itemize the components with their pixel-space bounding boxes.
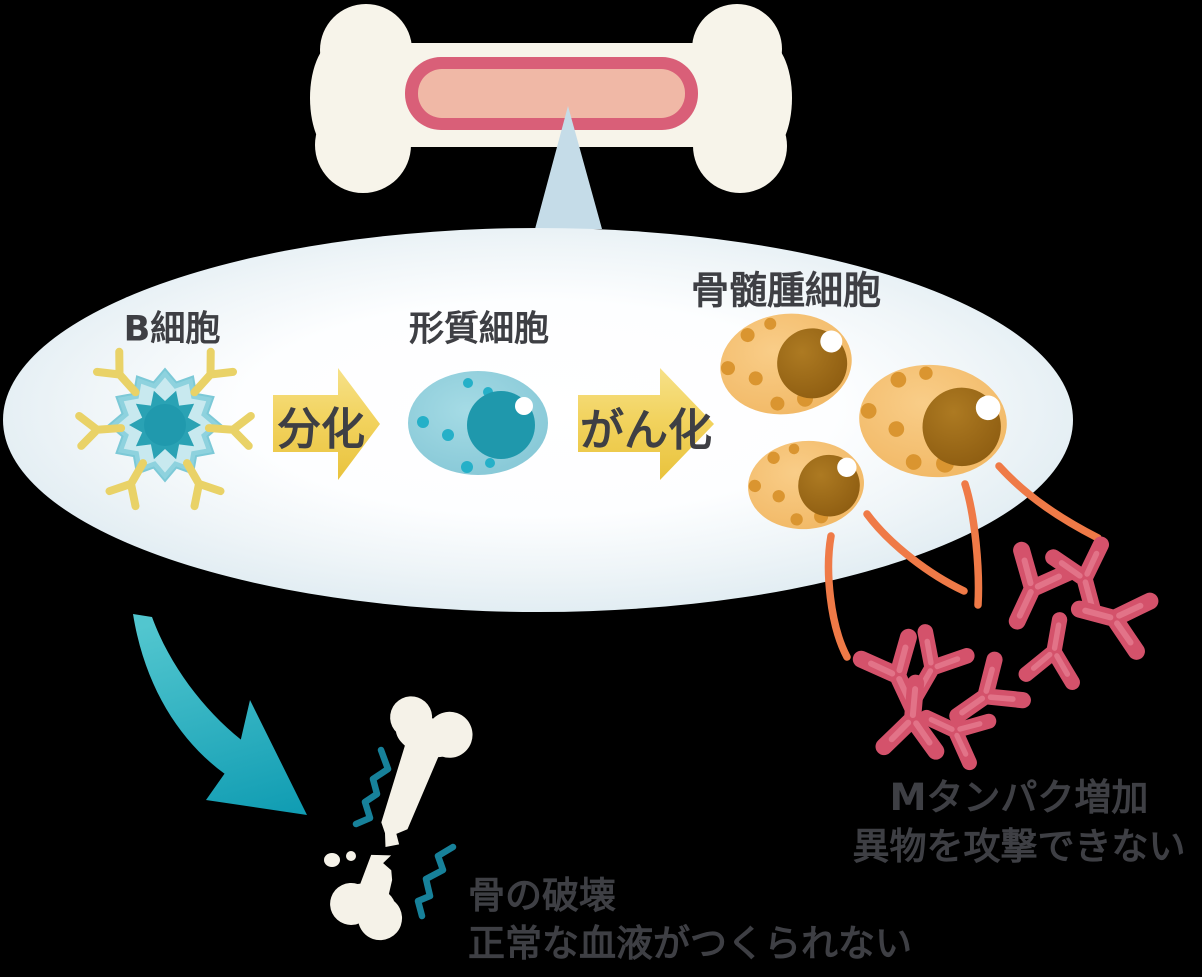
b-cell-nucleus xyxy=(144,404,186,446)
cell-dot xyxy=(485,458,495,468)
m-protein-secretion-line xyxy=(961,480,983,609)
plasma-cell-icon xyxy=(408,371,548,475)
bone-fragment-icon xyxy=(324,853,340,867)
myeloma-cell-label: 骨髄腫細胞 xyxy=(690,268,882,313)
pain-zigzags xyxy=(352,746,457,920)
canceration-arrow-icon xyxy=(578,368,714,480)
bone-destruction-caption: 骨の破壊 正常な血液がつくられない xyxy=(468,872,912,968)
pain-zigzag-icon xyxy=(352,746,392,828)
m-protein-caption: Mタンパク増加 異物を攻撃できない xyxy=(819,773,1202,871)
m-protein-secretion-line xyxy=(995,462,1102,542)
broken-bone-upper-half xyxy=(381,736,441,848)
bone-destruction-caption-line1: 骨の破壊 xyxy=(468,874,616,917)
cell-dot xyxy=(461,461,473,473)
bone-icon xyxy=(310,4,792,193)
bone-fragment-icon xyxy=(346,851,356,861)
swoosh-tail xyxy=(133,614,258,784)
differentiation-arrow-label: 分化 xyxy=(277,404,365,455)
bone-end xyxy=(310,40,366,156)
swoosh-head xyxy=(206,700,307,815)
b-cell-icon xyxy=(79,352,251,506)
b-cell-label: B細胞 xyxy=(123,309,221,350)
cell-dot xyxy=(463,378,473,388)
m-protein-secretion-line xyxy=(863,510,968,595)
bone-marrow-inner xyxy=(418,69,685,118)
bone-knob xyxy=(358,896,403,941)
broken-bone-icon xyxy=(330,696,473,941)
canceration-arrow-label: がん化 xyxy=(580,405,712,456)
pain-zigzag-icon xyxy=(414,843,457,920)
m-protein-antibody-icon xyxy=(1026,616,1082,683)
m-protein-caption-line2: 異物を攻撃できない xyxy=(852,825,1186,868)
m-protein-antibody-cluster xyxy=(861,545,1150,763)
m-protein-caption-line1: Mタンパク増加 xyxy=(889,776,1149,819)
m-protein-secretion-line xyxy=(824,532,851,661)
differentiation-arrow-icon xyxy=(273,368,380,480)
bone-destruction-arrow-icon xyxy=(133,614,307,815)
nucleus-highlight xyxy=(515,397,533,415)
m-protein-secretion-lines xyxy=(824,462,1102,661)
cell-dot xyxy=(442,429,454,441)
cell-dot xyxy=(417,416,429,428)
plasma-cell-label: 形質細胞 xyxy=(408,309,550,350)
bone-end xyxy=(736,40,792,156)
bone-destruction-caption-line2: 正常な血液がつくられない xyxy=(468,922,912,965)
callout-pointer-icon xyxy=(535,106,602,229)
